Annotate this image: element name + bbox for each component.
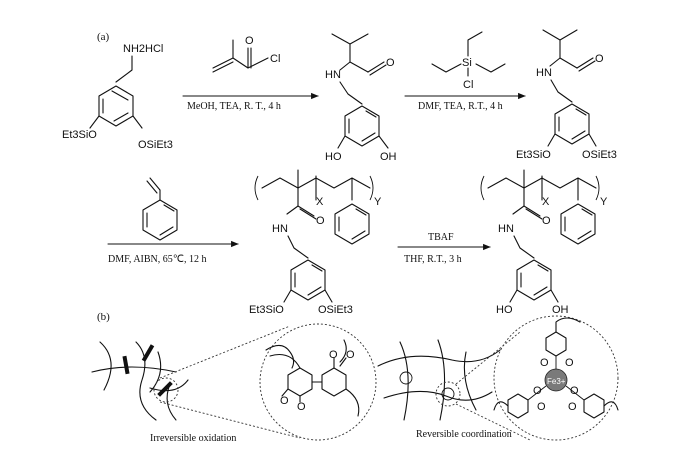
step4-reagent: TBAF <box>428 232 454 243</box>
silyl-chloride-cl-label: Cl <box>463 79 473 91</box>
zoom-line-left-top <box>159 325 291 379</box>
silyl-ether-left-label: Et3SiO <box>62 129 97 141</box>
copolymer-amide-nh-label: HN <box>272 223 288 235</box>
ketone-oxygen-label: O <box>245 35 254 47</box>
catechol-hydroxyl-left-label: HO <box>496 304 513 316</box>
silyl-chloride-si-label: Si <box>462 57 472 69</box>
ligand-oxygen-3: O <box>533 385 542 397</box>
oxidation-zoom-circle: O O O O <box>259 323 377 441</box>
panel-label-a: (a) <box>97 31 110 43</box>
monomer-silyl-ether-right-label: OSiEt3 <box>582 149 617 161</box>
molecule-protected-copolymer: X Y O HN Et3SiO OSiEt3 <box>249 169 382 316</box>
copolymer-silyl-ether-right-label: OSiEt3 <box>318 304 353 316</box>
zoom-line-right-bottom <box>455 403 531 441</box>
coordination-zoom-circle: Fe3+ O O O O O O <box>493 315 619 441</box>
crosslink-mark-2 <box>141 344 155 362</box>
amine-salt-label: NH2HCl <box>123 43 163 55</box>
catechol-repeat-y-label: Y <box>600 196 608 208</box>
quinone-oxygen-1: O <box>329 349 338 361</box>
catechol-amide-oxygen-label: O <box>542 215 551 227</box>
ligand-oxygen-4: O <box>537 401 546 413</box>
molecule-protected-methacrylamide: O HN Et3SiO OSiEt3 <box>516 29 617 161</box>
amide-nh-label: HN <box>325 69 341 81</box>
ligand-oxygen-2: O <box>565 357 574 369</box>
ligand-oxygen-6: O <box>568 401 577 413</box>
oxidation-crosslinked-network <box>91 341 189 421</box>
crosslink-mark-1 <box>122 355 130 375</box>
coordination-network <box>377 339 501 421</box>
step3-conditions: DMF, AIBN, 65℃, 12 h <box>108 254 207 265</box>
step2-conditions: DMF, TEA, R.T., 4 h <box>418 101 503 112</box>
fe-node-2 <box>441 387 455 401</box>
fe-node-1 <box>399 371 413 385</box>
crosslink-mark-3 <box>157 381 173 397</box>
copolymer-repeat-y-label: Y <box>374 196 382 208</box>
molecule-catechol-copolymer: X Y O HN HO OH <box>480 169 608 316</box>
silyl-ether-right-label: OSiEt3 <box>138 139 173 151</box>
panel-label-b: (b) <box>97 311 110 323</box>
molecule-methacryloyl-chloride: O Cl <box>212 35 280 73</box>
hydroxyl-right-label: OH <box>380 151 397 163</box>
catechol-hydroxyl-right-label: OH <box>552 304 569 316</box>
catechol-amide-nh-label: HN <box>498 223 514 235</box>
molecule-chlorotriethylsilane: Si Cl <box>431 31 506 91</box>
caption-irreversible-oxidation: Irreversible oxidation <box>150 433 236 444</box>
copolymer-repeat-x-label: X <box>316 196 324 208</box>
quinone-oxygen-2: O <box>346 349 355 361</box>
amide-oxygen-label: O <box>386 57 395 69</box>
monomer-silyl-ether-left-label: Et3SiO <box>516 149 551 161</box>
step1-conditions: MeOH, TEA, R. T., 4 h <box>187 101 281 112</box>
monomer-amide-oxygen-label: O <box>595 53 604 65</box>
step4-conditions: THF, R.T., 3 h <box>404 254 462 265</box>
hydroxyl-left-label: HO <box>325 151 342 163</box>
quinone-oxygen-4: O <box>297 401 306 413</box>
zoom-line-right-top <box>455 331 521 385</box>
acyl-chloride-cl-label: Cl <box>270 53 280 65</box>
ligand-oxygen-5: O <box>570 385 579 397</box>
fe-ion-label: Fe3+ <box>547 377 566 386</box>
copolymer-amide-oxygen-label: O <box>316 215 325 227</box>
molecule-dopamine-methacrylamide: O HN HO OH <box>325 33 397 163</box>
zoom-line-left-bottom <box>159 401 301 439</box>
catechol-repeat-x-label: X <box>542 196 550 208</box>
caption-reversible-coordination: Reversible coordination <box>416 429 512 440</box>
molecule-styrene <box>142 177 178 241</box>
ligand-oxygen-1: O <box>540 357 549 369</box>
quinone-oxygen-3: O <box>280 395 289 407</box>
molecule-protected-dopamine-hcl: NH2HCl Et3SiO OSiEt3 <box>62 43 173 151</box>
monomer-amide-nh-label: HN <box>536 67 552 79</box>
copolymer-silyl-ether-left-label: Et3SiO <box>249 304 284 316</box>
